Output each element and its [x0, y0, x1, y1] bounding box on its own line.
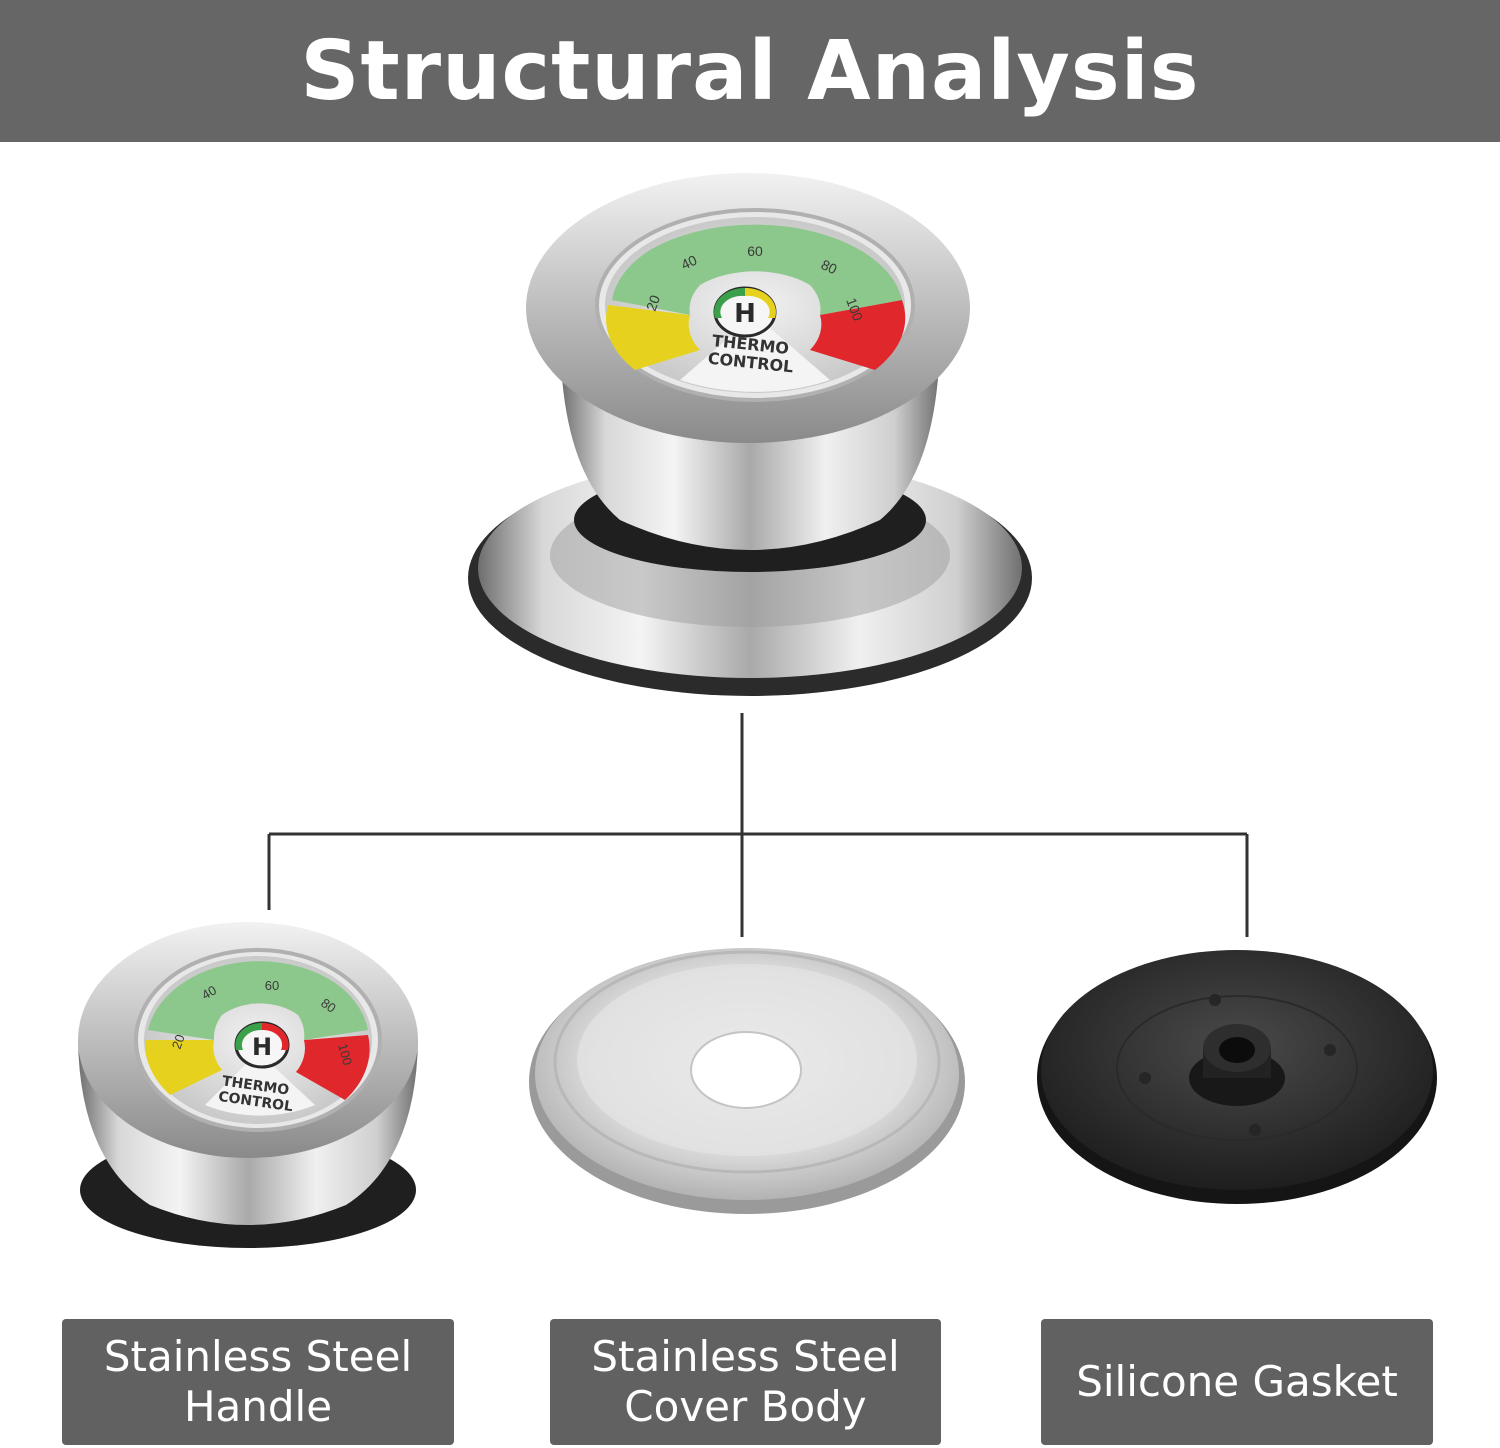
gasket-boss-hole — [1219, 1037, 1255, 1063]
label-cover-body: Stainless Steel Cover Body — [550, 1319, 941, 1445]
assembled-lid-knob: H THERMO CONTROL 20 40 60 80 100 — [468, 173, 1032, 696]
label-gasket: Silicone Gasket — [1041, 1319, 1433, 1445]
handle-tick-80: 80 — [318, 995, 338, 1016]
assembly-tick-60: 60 — [747, 243, 763, 259]
assembly-center-letter: H — [734, 299, 756, 329]
assembly-tick-20: 20 — [643, 293, 663, 313]
part-cover-body-illustration — [529, 948, 965, 1214]
label-cover-body-text: Stainless Steel Cover Body — [591, 1332, 900, 1431]
label-handle-text: Stainless Steel Handle — [103, 1332, 413, 1431]
label-gasket-text: Silicone Gasket — [1076, 1357, 1398, 1406]
assembly-tick-40: 40 — [679, 252, 700, 273]
part-handle-illustration: H THERMO CONTROL 20 40 60 80 100 — [78, 922, 418, 1248]
header-banner: Structural Analysis — [0, 0, 1500, 142]
handle-center-letter: H — [252, 1033, 272, 1061]
handle-tick-20: 20 — [169, 1032, 188, 1051]
handle-zone-red — [296, 1035, 370, 1100]
assembly-zone-green-left — [612, 250, 700, 315]
assembly-zone-green-top — [650, 224, 860, 285]
handle-tick-40: 40 — [199, 982, 219, 1002]
assembly-zone-red — [810, 300, 906, 370]
connector-lines — [267, 713, 1249, 937]
handle-tick-100: 100 — [335, 1042, 355, 1067]
label-handle: Stainless Steel Handle — [62, 1319, 454, 1445]
assembly-tick-80: 80 — [819, 256, 840, 277]
page-title: Structural Analysis — [300, 23, 1200, 119]
part-gasket-illustration — [1037, 950, 1437, 1204]
assembly-tick-100: 100 — [843, 296, 866, 324]
handle-zone-yellow — [144, 1040, 222, 1095]
assembly-zone-yellow — [606, 305, 700, 370]
handle-tick-60: 60 — [265, 978, 279, 993]
cover-center-hole — [690, 1031, 802, 1109]
